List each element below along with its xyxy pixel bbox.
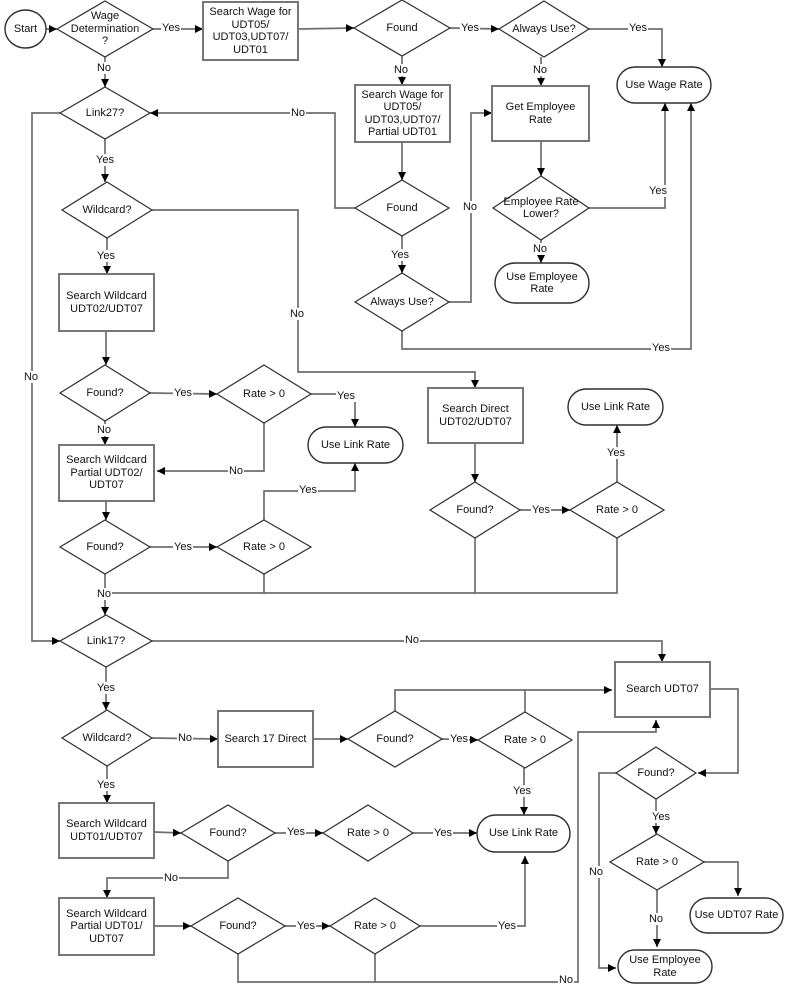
node-rate-5-shape <box>608 833 706 891</box>
edge-rate7-yes-to-use-link-rate3 <box>420 856 529 927</box>
node-found-8-shape <box>179 804 277 862</box>
node-link17-shape <box>58 614 154 668</box>
node-rate-7-shape <box>328 897 422 955</box>
edge-always-use1-yes-to-use-wage-rate <box>589 28 666 67</box>
node-found-9-shape <box>189 897 287 955</box>
node-found-6-shape <box>346 710 444 768</box>
edge-rate1-no-to-search-wildcard-partial-udt02 <box>157 423 265 475</box>
node-found-1-shape <box>352 0 452 57</box>
node-employee-rate-lower-shape <box>491 175 591 241</box>
node-rate-2-shape <box>215 519 313 575</box>
node-use-employee-rate-2-shape <box>617 949 713 984</box>
node-wildcard-1-shape <box>60 181 154 239</box>
edge-rate5-to-use-udt07-rate <box>704 861 742 896</box>
node-use-employee-rate-1-shape <box>494 262 590 304</box>
edge-found2-no-to-link27 <box>150 109 355 209</box>
edge-found8-no-to-search-wildcard-partial-udt01 <box>103 861 229 898</box>
node-link27-shape <box>58 86 152 140</box>
edge-found1-yes-to-always-use1 <box>449 24 500 33</box>
edge-search-wage-full-to-found1 <box>297 24 355 33</box>
edge-found6-no-to-search-udt07 <box>394 686 612 711</box>
edge-rate2-no-merge <box>106 574 265 594</box>
node-found-2-shape <box>353 179 451 237</box>
edge-link17-no-to-search-udt07 <box>152 640 666 662</box>
edge-search-udt07-to-found7 <box>698 688 739 777</box>
node-wildcard-2-shape <box>60 709 154 767</box>
node-found-7-shape <box>614 746 698 800</box>
edge-found9-no-to-search-udt07 <box>237 720 660 983</box>
node-found-3-shape <box>58 364 152 422</box>
node-rate-3-shape <box>568 481 666 539</box>
node-get-employee-rate-shape <box>491 85 590 142</box>
node-search-wage-partial-shape <box>354 84 451 143</box>
node-search-wildcard-udt01-shape <box>58 802 155 859</box>
edge-wildcard1-no-to-search-direct <box>152 209 479 388</box>
node-search-wildcard-partial-udt01-shape <box>58 897 155 956</box>
node-search-direct-shape <box>427 387 524 444</box>
node-found-4-shape <box>58 519 152 575</box>
edge-search-wildcard-udt01-to-found8 <box>153 828 182 837</box>
node-always-use-2-shape <box>353 272 451 332</box>
node-always-use-1-shape <box>497 0 591 58</box>
node-wage-determination-shape <box>55 0 155 58</box>
node-rate-6-shape <box>321 804 415 862</box>
node-rate-1-shape <box>215 364 313 424</box>
edge-found7-no-to-use-employee-rate2 <box>598 772 616 972</box>
edge-always-use2-yes-to-use-wage-rate <box>401 103 695 350</box>
node-rate-4-shape <box>476 711 574 769</box>
edge-rate3-no-merge <box>475 538 618 594</box>
node-search-udt07-shape <box>614 661 711 718</box>
edge-always-use2-no-to-get-employee-rate <box>449 109 492 303</box>
edge-rate2-yes-to-use-link-rate1 <box>263 463 359 520</box>
node-search-17-direct-shape <box>217 710 314 768</box>
node-search-wildcard-udt02-shape <box>58 273 155 332</box>
node-found-5-shape <box>428 481 522 539</box>
edge-rate1-yes-to-use-link-rate1 <box>311 393 359 427</box>
edge-link27-no-to-link17 <box>31 112 60 645</box>
node-use-udt07-rate-shape <box>689 897 784 934</box>
node-search-wage-full-shape <box>202 1 299 61</box>
node-use-link-rate-1-shape <box>307 426 404 464</box>
node-search-wildcard-partial-udt02-shape <box>58 444 155 502</box>
edge-found3-yes-to-rate1 <box>149 389 218 398</box>
node-start-shape <box>4 9 47 49</box>
edge-found6-yes-to-rate4 <box>441 735 479 744</box>
node-use-link-rate-2-shape <box>567 388 664 426</box>
edge-wildcard2-no-to-search-17-direct <box>151 734 219 743</box>
edge-employee-rate-lower-yes-to-use-wage-rate <box>589 103 669 209</box>
node-use-wage-rate-shape <box>616 66 712 104</box>
node-use-link-rate-3-shape <box>476 814 571 853</box>
